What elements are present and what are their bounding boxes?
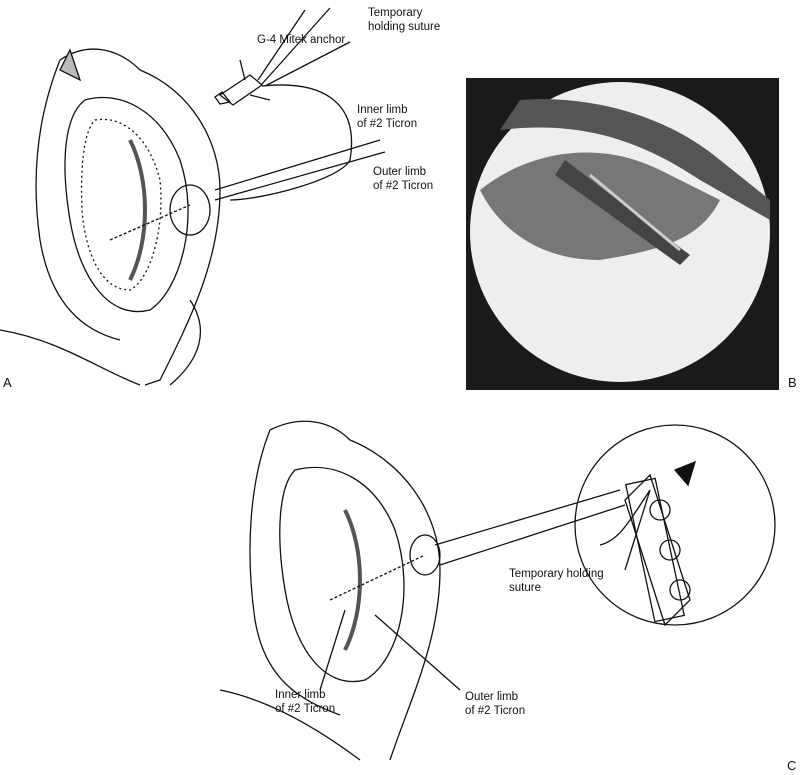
label-outer-limb-c: Outer limb of #2 Ticron xyxy=(465,691,526,717)
label-anchor: G-4 Mitek anchor xyxy=(257,34,346,46)
label-outer-limb-a: Outer limb of #2 Ticron xyxy=(373,166,434,192)
label-inner-limb-a: Inner limb of #2 Ticron xyxy=(357,104,418,130)
label-temporary-suture-a: Temporary holding suture xyxy=(368,7,441,33)
panel-letter-a: A xyxy=(3,375,12,390)
label-temporary-suture-c: Temporary holding suture xyxy=(509,568,604,594)
label-inner-limb-c: Inner limb of #2 Ticron xyxy=(275,689,336,715)
panel-a-drawing xyxy=(0,7,386,386)
panel-c-drawing xyxy=(219,420,776,761)
panel-letter-c: C xyxy=(787,758,797,773)
panel-b-photo xyxy=(466,78,779,390)
panel-letter-b: B xyxy=(788,375,797,390)
